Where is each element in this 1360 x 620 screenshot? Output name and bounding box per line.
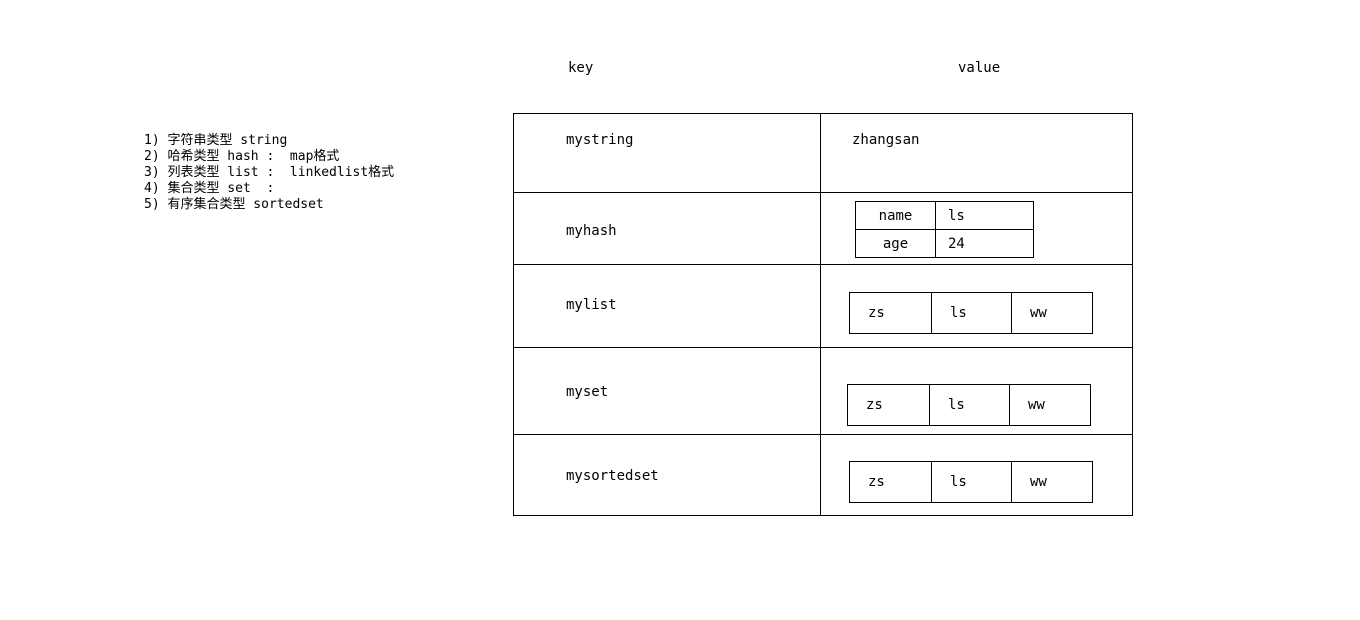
- note-line-list: 3) 列表类型 list : linkedlist格式: [144, 165, 395, 180]
- table-row: mysortedset zs ls ww: [514, 435, 1132, 515]
- data-types-notes-list: 1) 字符串类型 string 2) 哈希类型 hash : map格式 3) …: [144, 133, 464, 213]
- nested-set-strip: zs ls ww: [847, 384, 1091, 426]
- key-value-table: mystring zhangsan myhash name ls age 24: [513, 113, 1133, 516]
- nested-hash-table: name ls age 24: [855, 201, 1034, 258]
- list-item: ls: [930, 385, 1010, 425]
- note-line-set: 4) 集合类型 set :: [144, 181, 275, 196]
- list-item: ww: [1028, 397, 1045, 413]
- key-label: mysortedset: [566, 468, 659, 484]
- table-cell-key: myset: [514, 348, 821, 434]
- table-cell-value: zs ls ww: [822, 265, 1132, 347]
- key-label: myhash: [566, 223, 617, 239]
- table-cell-key: myhash: [514, 193, 821, 264]
- list-item: ls: [932, 293, 1012, 333]
- table-cell-key: mystring: [514, 114, 821, 192]
- table-cell-value: zs ls ww: [822, 348, 1132, 434]
- note-line-sortedset: 5) 有序集合类型 sortedset: [144, 197, 324, 212]
- table-cell-key: mylist: [514, 265, 821, 347]
- table-row: myhash name ls age 24: [514, 193, 1132, 265]
- table-cell-value: zhangsan: [822, 114, 1132, 192]
- hash-field-name: name: [856, 202, 936, 229]
- list-item: ww: [1030, 305, 1047, 321]
- table-row: mylist zs ls ww: [514, 265, 1132, 348]
- key-label: myset: [566, 384, 609, 400]
- table-cell-value: name ls age 24: [822, 193, 1132, 264]
- list-item: zs: [848, 385, 930, 425]
- list-item: zs: [850, 293, 932, 333]
- hash-entry-row: name ls: [856, 202, 1033, 230]
- hash-entry-row: age 24: [856, 230, 1033, 257]
- table-cell-value: zs ls ww: [822, 435, 1132, 515]
- hash-field-age: age: [856, 230, 936, 257]
- table-row: myset zs ls ww: [514, 348, 1132, 435]
- table-cell-key: mysortedset: [514, 435, 821, 515]
- nested-sortedset-strip: zs ls ww: [849, 461, 1093, 503]
- note-line-string: 1) 字符串类型 string: [144, 133, 288, 148]
- list-item: ls: [932, 462, 1012, 502]
- nested-list-strip: zs ls ww: [849, 292, 1093, 334]
- note-line-hash: 2) 哈希类型 hash : map格式: [144, 149, 340, 164]
- list-item: ww: [1030, 474, 1047, 490]
- column-header-value: value: [958, 60, 1001, 76]
- list-item: zs: [850, 462, 932, 502]
- value-plain-text: zhangsan: [852, 132, 920, 148]
- key-label: mylist: [566, 297, 617, 313]
- key-label: mystring: [566, 132, 634, 148]
- table-row: mystring zhangsan: [514, 114, 1132, 193]
- hash-value-name: ls: [948, 207, 965, 224]
- hash-value-age: 24: [948, 235, 965, 252]
- column-header-key: key: [568, 60, 594, 76]
